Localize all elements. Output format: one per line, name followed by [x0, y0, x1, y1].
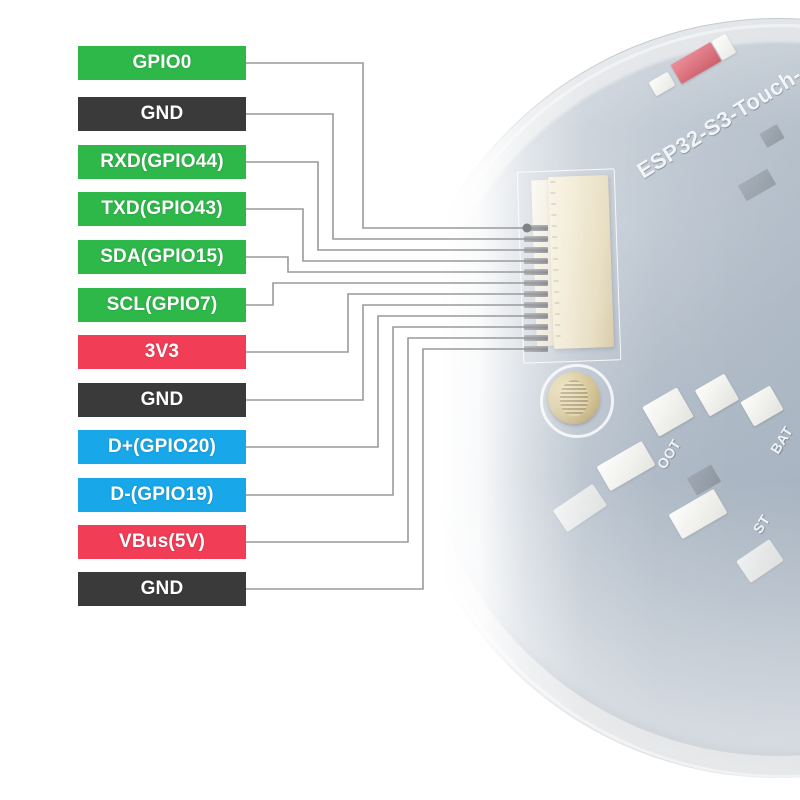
leader-line [246, 208, 534, 262]
leader-line [246, 337, 534, 543]
pin-label-d-gpio19[interactable]: D-(GPIO19) [78, 478, 246, 512]
pin-label-scl-gpio7[interactable]: SCL(GPIO7) [78, 288, 246, 322]
leader-line [246, 113, 534, 240]
pin-label-gnd[interactable]: GND [78, 97, 246, 131]
leader-line [246, 304, 534, 401]
leader-line [246, 315, 534, 448]
leader-line [246, 62, 534, 229]
pin-label-3v3[interactable]: 3V3 [78, 335, 246, 369]
pin-1-marker [522, 223, 532, 233]
leader-line [246, 282, 534, 306]
leader-line [246, 348, 534, 590]
pin-label-gnd[interactable]: GND [78, 572, 246, 606]
pin-label-rxd-gpio44[interactable]: RXD(GPIO44) [78, 145, 246, 179]
pin-label-txd-gpio43[interactable]: TXD(GPIO43) [78, 192, 246, 226]
leader-line [246, 326, 534, 496]
pin-label-gpio0[interactable]: GPIO0 [78, 46, 246, 80]
pin-label-sda-gpio15[interactable]: SDA(GPIO15) [78, 240, 246, 274]
leader-line [246, 161, 534, 251]
pin-label-gnd[interactable]: GND [78, 383, 246, 417]
pin-label-d-gpio20[interactable]: D+(GPIO20) [78, 430, 246, 464]
leader-line [246, 293, 534, 353]
leader-line [246, 256, 534, 273]
pin-label-vbus-5v[interactable]: VBus(5V) [78, 525, 246, 559]
